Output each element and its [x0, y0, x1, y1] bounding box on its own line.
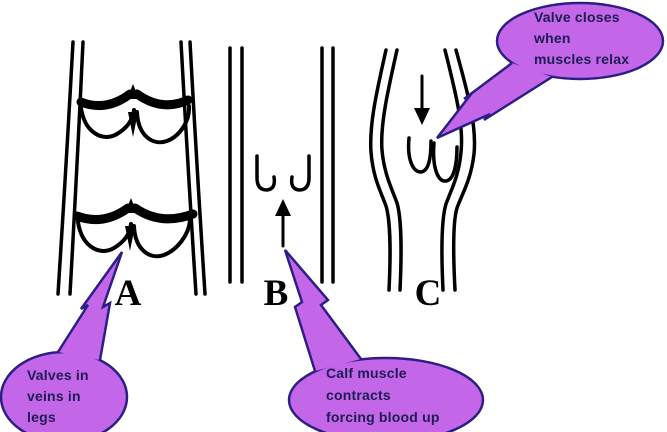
valve-cup-wedge: [125, 226, 135, 251]
down-arrow-head: [414, 108, 430, 125]
valve-band-left: [72, 203, 133, 225]
callout-tail: [437, 63, 552, 138]
vein-b: [228, 46, 335, 284]
vein-a-wall-right-inner: [179, 40, 198, 296]
callout-tail-outline: [436, 62, 553, 140]
callout-bubble: [495, 1, 665, 81]
callout-tail-outline: [56, 251, 124, 361]
callout-calf-muscle: [283, 249, 485, 432]
vein-c: [368, 48, 477, 292]
vein-c-wall-right-inner: [440, 48, 464, 292]
callout-valve-closes: [436, 1, 665, 140]
vein-a-valve-upper: [76, 84, 193, 145]
callout-bubble: [287, 356, 485, 432]
down-arrow-icon: [414, 74, 430, 125]
panel-label-a: A: [114, 273, 142, 314]
valve-cup-left: [76, 220, 133, 253]
callout-valves-in-veins: [0, 251, 129, 432]
callout-tail: [58, 252, 122, 360]
vein-c-closed-cup-left: [406, 136, 433, 174]
vein-a: [56, 40, 207, 296]
vein-c-wall-left-outer: [368, 48, 392, 292]
valve-band-left: [76, 89, 135, 111]
valve-band-peak: [127, 84, 139, 99]
callout-valve-closes-text: Valve closes when muscles relax: [534, 9, 630, 67]
valve-cup-right: [135, 104, 192, 145]
callout-tail: [285, 250, 361, 371]
vein-a-wall-left-inner: [68, 40, 85, 296]
valve-cup-left: [79, 106, 136, 139]
valve-cup-right: [132, 218, 192, 259]
valve-band-right: [132, 89, 193, 110]
vein-b-open-flap-left: [255, 154, 277, 192]
vein-a-wall-right-outer: [188, 40, 207, 296]
valve-band-peak: [125, 198, 137, 213]
callout-valves-in-veins-text: Valves in veins in legs: [27, 367, 89, 425]
up-arrow-head: [275, 199, 291, 216]
up-arrow-icon: [275, 199, 291, 248]
callout-tail-outline: [283, 249, 363, 372]
valve-cup-wedge: [128, 112, 138, 137]
vein-a-wall-left-outer: [56, 40, 75, 296]
vein-a-valve-lower: [72, 198, 198, 259]
vein-c-closed-cup-right: [431, 141, 459, 183]
panel-label-c: C: [414, 273, 442, 314]
callout-calf-muscle-text: Calf muscle contracts forcing blood up: [326, 365, 440, 425]
panel-label-b: B: [263, 273, 289, 314]
valve-band-right: [130, 203, 198, 224]
vein-b-open-flap-right: [289, 154, 311, 192]
vein-c-wall-left-inner: [379, 48, 403, 292]
